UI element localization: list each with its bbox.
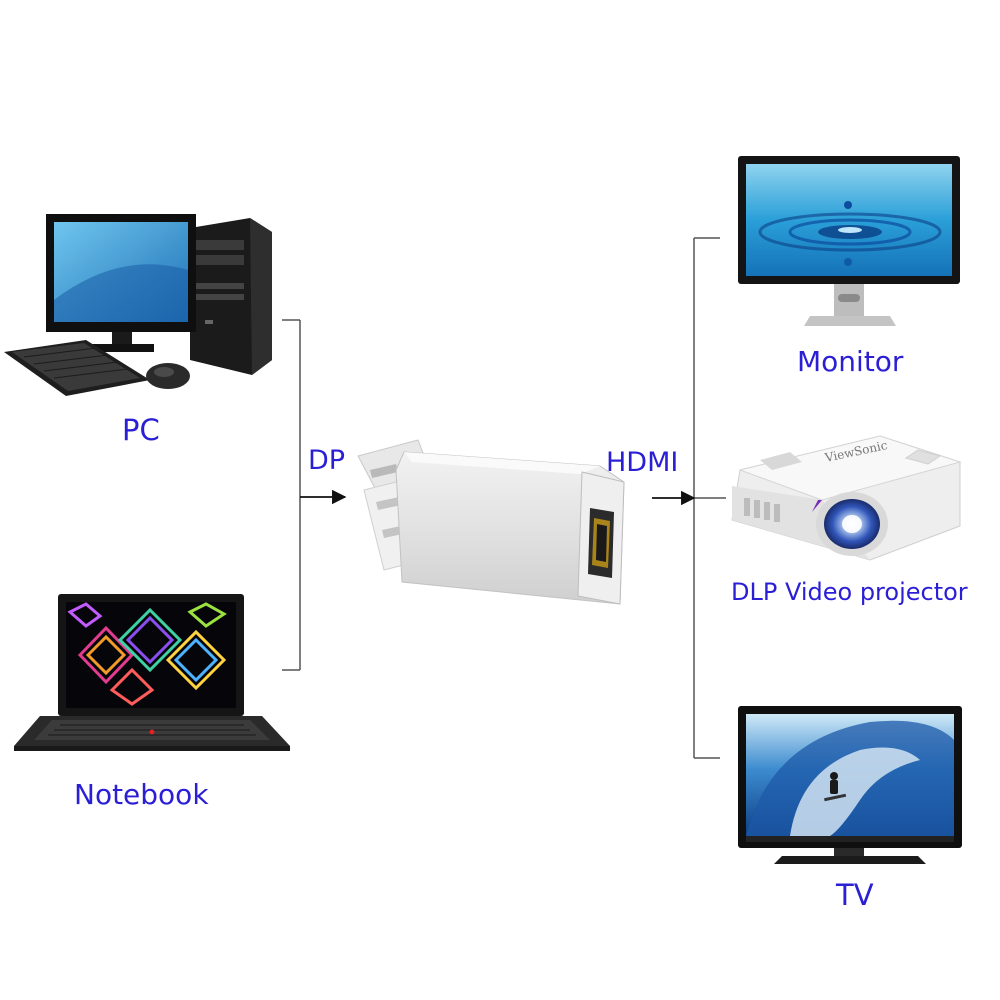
tv-label: TV [836,878,874,912]
tv-icon [738,706,962,864]
desktop-computer-icon [4,214,272,396]
laptop-icon [14,594,290,751]
right-connector [693,237,726,759]
pc-label: PC [122,413,160,447]
notebook-label: Notebook [74,778,209,811]
left-connector [282,319,301,671]
projector-icon: ViewSonic [731,435,962,561]
dp-label: DP [308,445,346,476]
monitor-label: Monitor [797,345,904,378]
dp-to-hdmi-adapter-icon [357,439,625,605]
hdmi-label: HDMI [606,447,679,478]
monitor-icon [738,156,960,326]
projector-label: DLP Video projector [731,578,968,606]
